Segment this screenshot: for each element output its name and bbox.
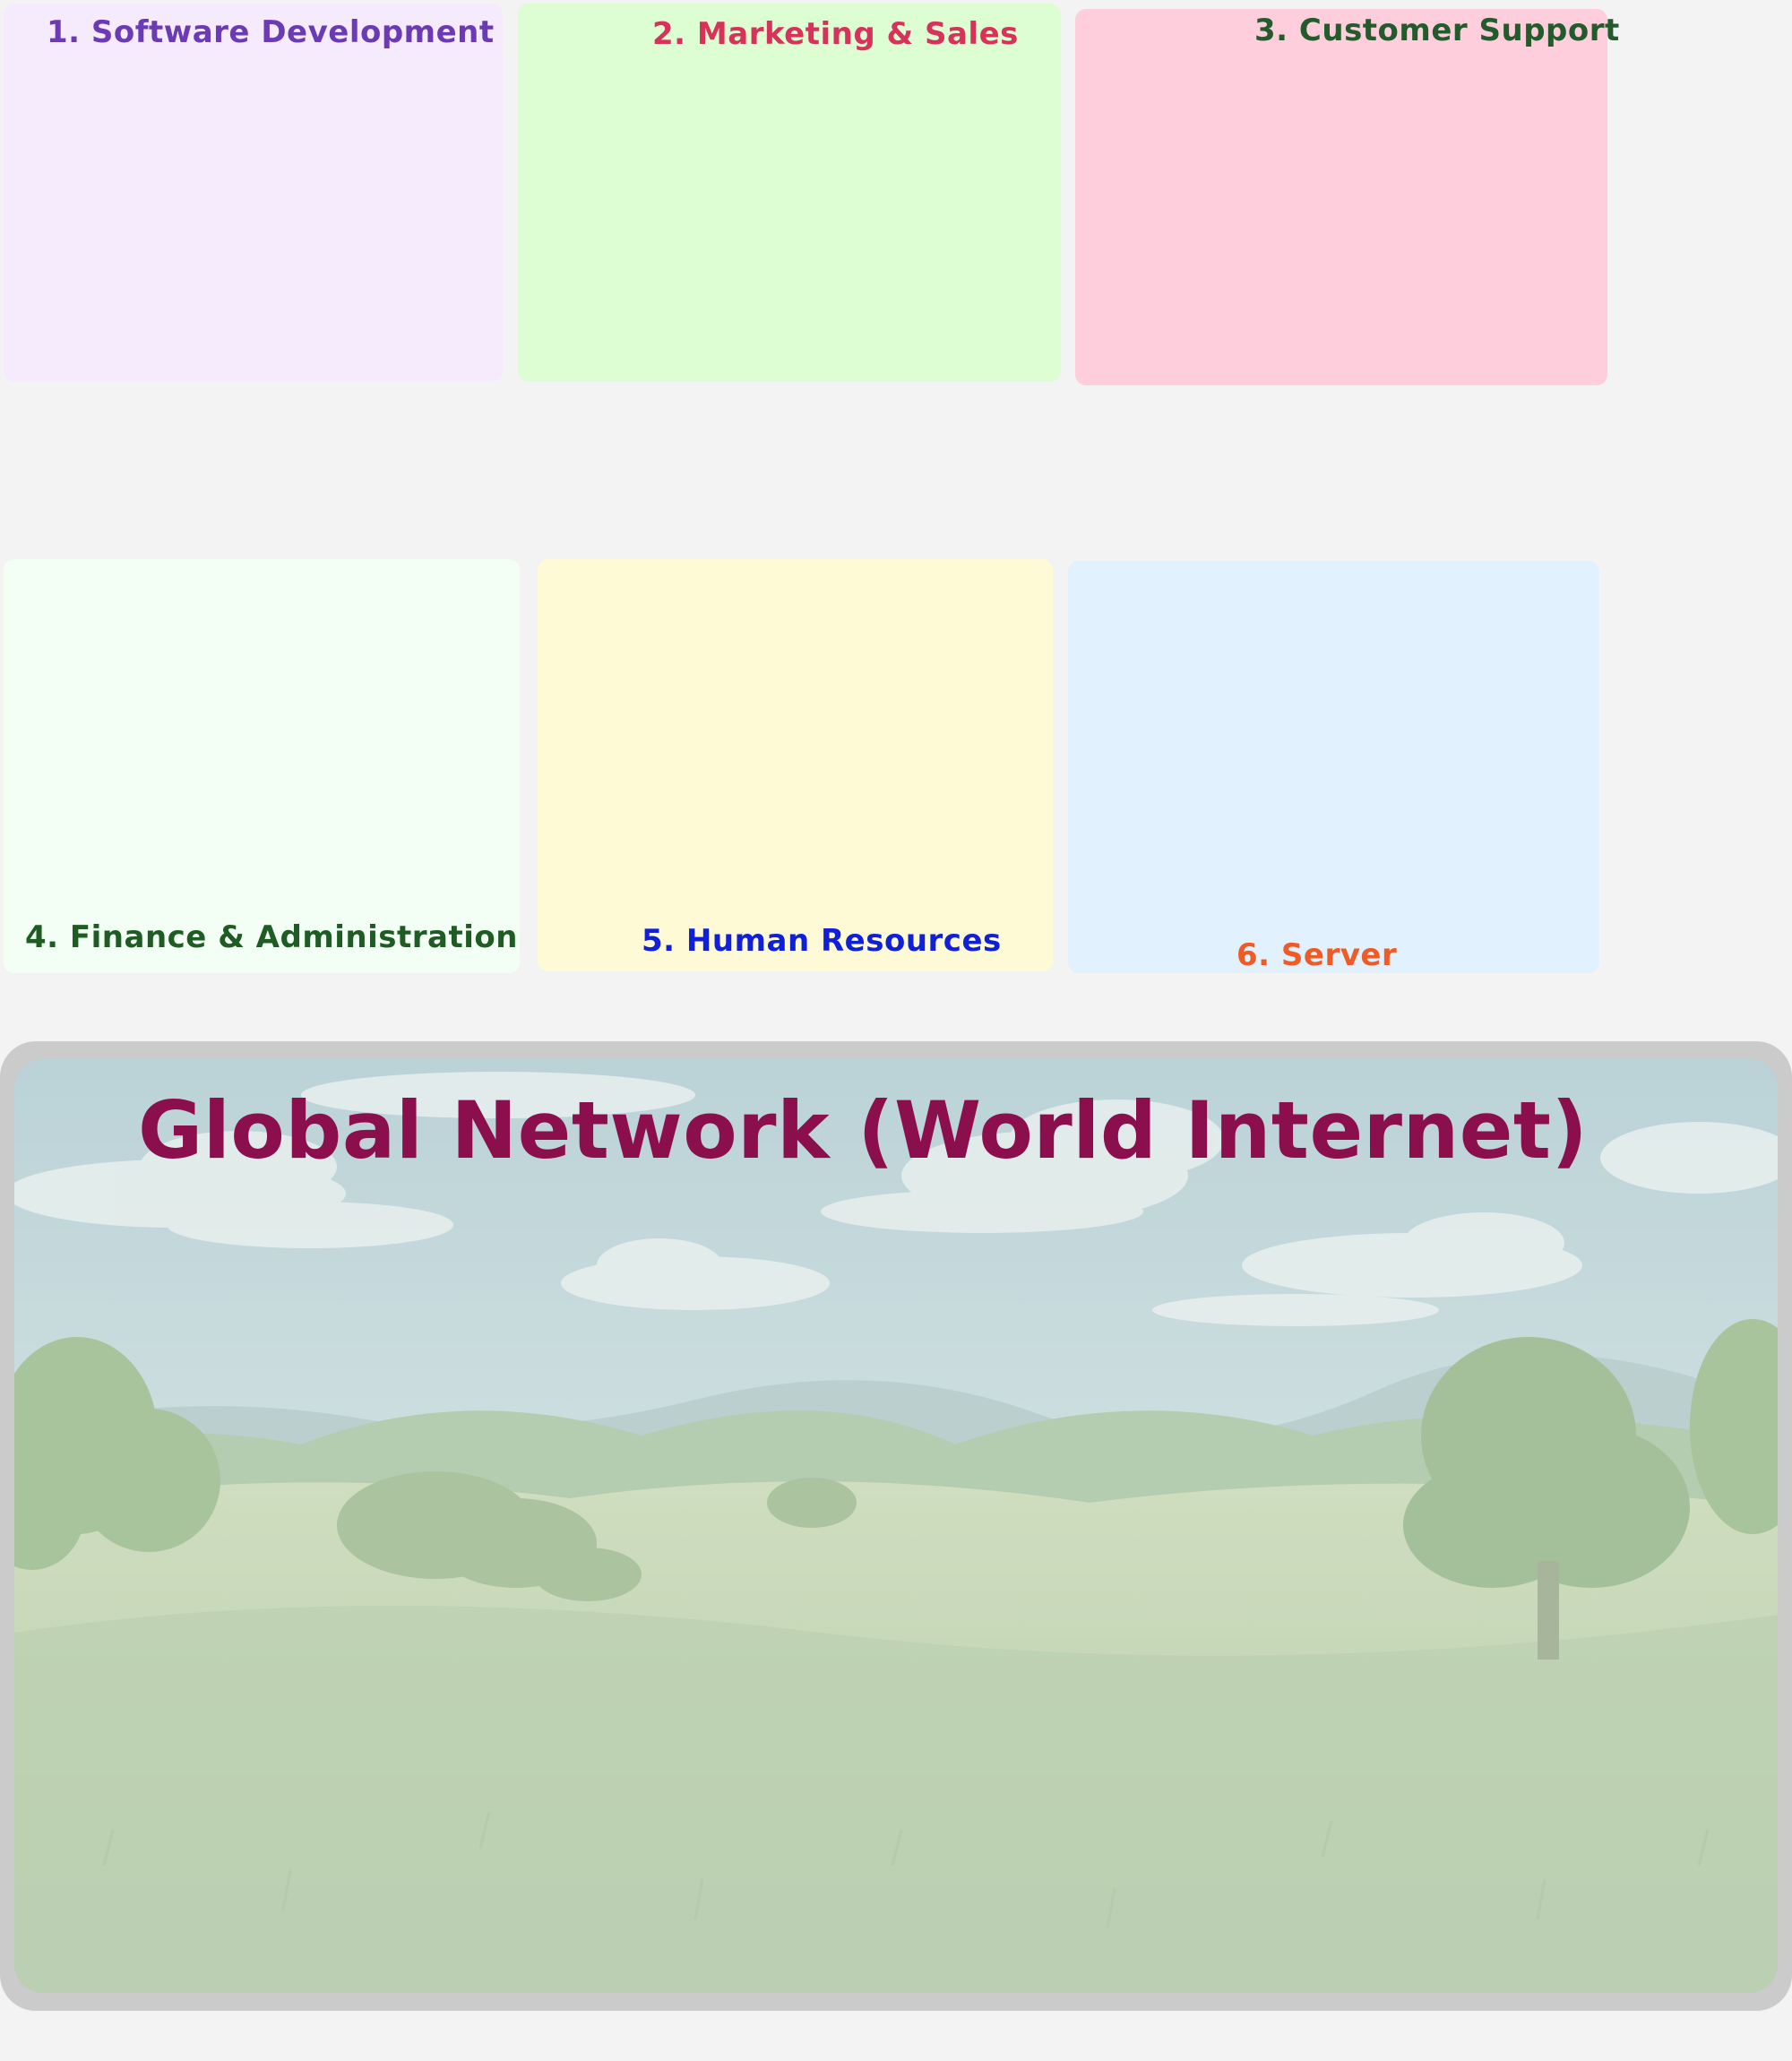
zone-human-resources: 5. Human Resources [538,559,1053,971]
global-network-frame: Global Network (World Internet) [0,1041,1792,2011]
global-network-panel: Global Network (World Internet) [14,1059,1778,1993]
zone-label-server: 6. Server [1236,937,1398,973]
landscape-background-image [14,1059,1778,1993]
zone-server: 6. Server [1068,561,1599,973]
zone-customer-support: 3. Customer Support [1075,9,1619,385]
zone-label-human-resources: 5. Human Resources [642,923,1002,959]
zone-label-software-development: 1. Software Development [47,14,495,50]
zone-label-customer-support: 3. Customer Support [1254,13,1620,48]
zone-marketing-sales: 2. Marketing & Sales [518,4,1061,382]
zone-label-marketing-sales: 2. Marketing & Sales [652,16,1019,52]
global-network-title: Global Network (World Internet) [138,1084,1589,1177]
zone-software-development: 1. Software Development [4,4,503,382]
zone-label-finance-administration: 4. Finance & Administration [25,919,518,955]
zone-finance-administration: 4. Finance & Administration [4,559,520,973]
